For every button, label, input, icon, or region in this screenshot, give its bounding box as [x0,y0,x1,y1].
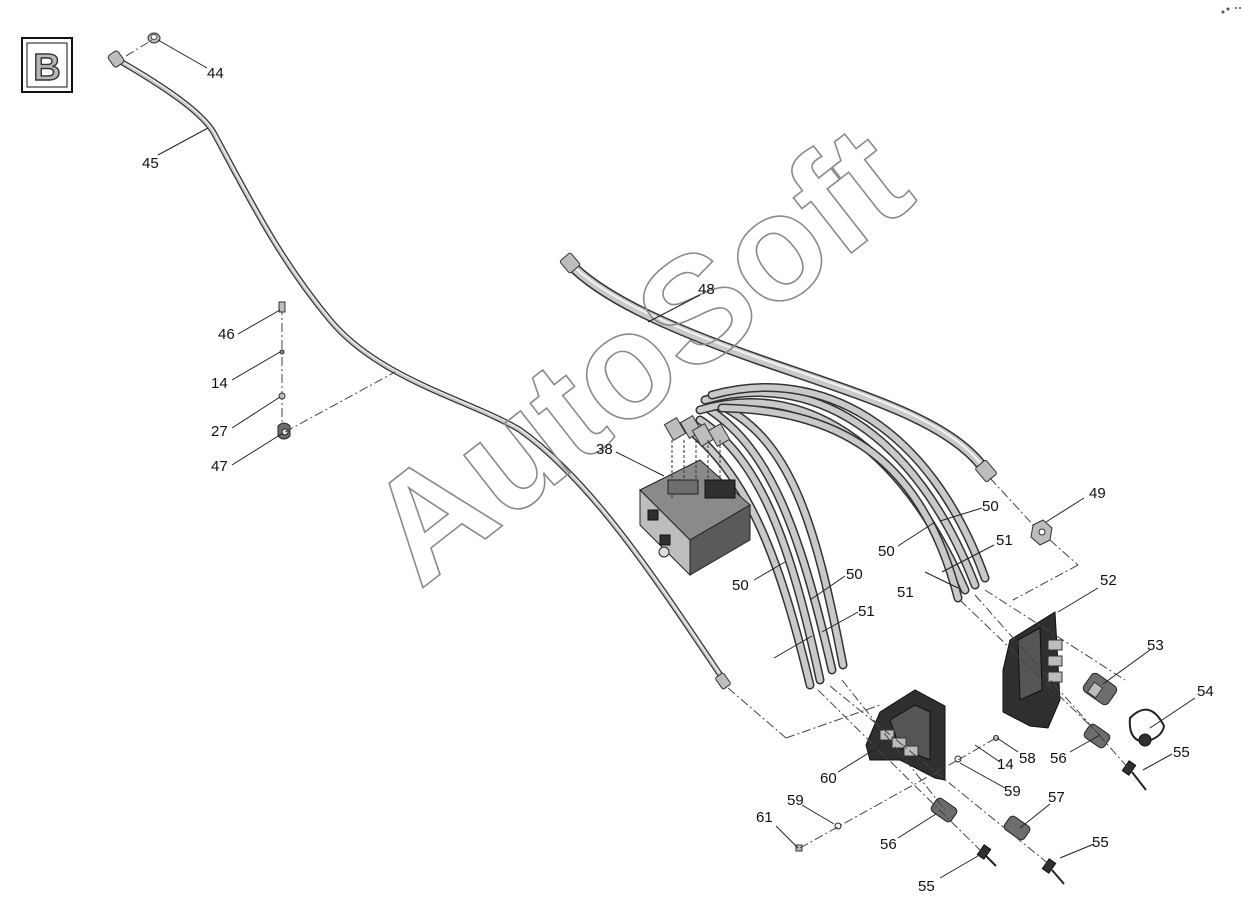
callout-14-right: 14 [997,756,1014,773]
callout-58: 58 [1019,750,1036,767]
callout-61: 61 [756,809,773,826]
fitting-44 [147,32,161,44]
callout-46: 46 [218,326,235,343]
bracket-52 [1002,611,1063,729]
callout-57: 57 [1048,789,1065,806]
callout-50-left: 50 [732,577,749,594]
fitting-49 [1030,519,1053,546]
callout-leaders [157,39,1196,879]
plug-55-b [976,844,997,867]
coupler-56-bottom [930,797,958,823]
callout-51-right-lower: 51 [897,584,914,601]
coupler-56-right [1083,723,1111,749]
watermark: AutoSoft [336,93,938,615]
callout-53: 53 [1147,637,1164,654]
callout-60: 60 [820,770,837,787]
section-badge: B [21,37,73,93]
callout-47: 47 [211,458,228,475]
plug-55-c [1041,858,1065,885]
callout-48: 48 [698,281,715,298]
callout-56-right: 56 [1050,750,1067,767]
callout-49: 49 [1089,485,1106,502]
corner-mark [1221,7,1241,14]
coupler-57 [1003,815,1031,841]
valve-hose-fittings [663,415,731,447]
callout-59-left: 59 [787,792,804,809]
hose-45 [107,50,731,690]
dust-cap-54 [1128,708,1166,747]
callout-56-bottom: 56 [880,836,897,853]
callout-50-right-upper: 50 [982,498,999,515]
callout-44: 44 [207,65,224,82]
callout-14-left: 14 [211,375,228,392]
callout-55-right: 55 [1173,744,1190,761]
callout-51-right-upper: 51 [996,532,1013,549]
coupler-53 [1082,672,1118,706]
callout-45: 45 [142,155,159,172]
bracket-60 [865,689,946,781]
callout-55-bottom-left: 55 [918,878,935,895]
hose-48 [559,252,997,483]
section-badge-letter: B [33,47,60,89]
callout-55-bottom-right: 55 [1092,834,1109,851]
clamp-assembly [277,301,291,440]
control-valve-38 [639,440,751,577]
callout-59-right: 59 [1004,783,1021,800]
callout-38: 38 [596,441,613,458]
callout-27: 27 [211,423,228,440]
callout-labels: 44 45 46 14 27 47 48 38 49 50 50 51 50 5… [142,65,1214,895]
callout-54: 54 [1197,683,1214,700]
callout-52: 52 [1100,572,1117,589]
callout-50-mid: 50 [846,566,863,583]
callout-50-right-lower: 50 [878,543,895,560]
hose-bundle-right [695,383,990,603]
callout-51-mid: 51 [858,603,875,620]
assembly-lines [125,39,1131,866]
